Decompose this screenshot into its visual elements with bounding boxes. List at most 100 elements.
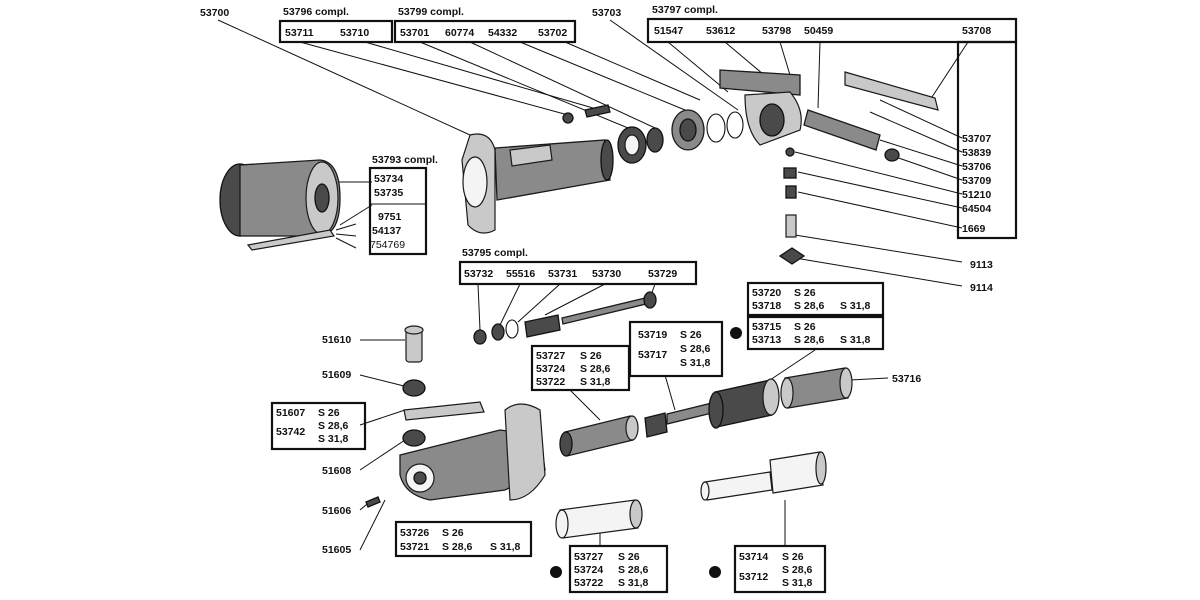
callout-53716: 53716	[892, 373, 921, 385]
box-53715-size: S 26	[794, 321, 816, 333]
bullet-marker	[709, 566, 721, 578]
box-53793-title: 53793 compl.	[372, 154, 438, 166]
box-51607: 51607 53742 S 26 S 28,6 S 31,8	[270, 401, 367, 451]
box-53799-item: 53701	[400, 27, 429, 39]
box-53795-item: 55516	[506, 268, 535, 280]
box-53797-list-item: 53707	[962, 133, 991, 145]
box-53726-size: S 28,6	[442, 541, 473, 553]
box-51607-size: S 28,6	[318, 420, 349, 432]
box-53797-list-item: 53839	[962, 147, 991, 159]
box-53719-size: S 28,6	[680, 343, 711, 355]
callout-51609: 51609	[322, 369, 351, 381]
box-53715-size: S 28,6	[794, 334, 825, 346]
callout-51605: 51605	[322, 544, 351, 556]
box-53719-code: 53719	[638, 329, 667, 341]
box-53727b-code: 53722	[574, 577, 603, 589]
box-53719: 53719 53717 S 26 S 28,6 S 31,8	[628, 320, 724, 378]
bullet-marker	[550, 566, 562, 578]
sleeves-and-pistons	[559, 367, 853, 457]
box-53727-upper: 53727 53724 53722 S 26 S 28,6 S 31,8	[530, 344, 631, 392]
box-53797-item: 53798	[762, 25, 791, 37]
box-53799-item: 54332	[488, 27, 517, 39]
box-53727-code: 53727	[536, 350, 565, 362]
callout-9114: 9114	[970, 282, 993, 294]
box-53727-code: 53722	[536, 376, 565, 388]
callout-51608: 51608	[322, 465, 351, 477]
box-53726-code: 53721	[400, 541, 429, 553]
box-53795-item: 53731	[548, 268, 577, 280]
box-53714-size: S 28,6	[782, 564, 813, 576]
callout-51606: 51606	[322, 505, 351, 517]
box-53726-size: S 26	[442, 527, 464, 539]
box-53727b-size: S 31,8	[618, 577, 649, 589]
box-51607-size: S 31,8	[318, 433, 349, 445]
box-53719-size: S 26	[680, 329, 702, 341]
box-53727b-size: S 28,6	[618, 564, 649, 576]
box-53796-title: 53796 compl.	[283, 6, 349, 18]
callout-53700: 53700	[200, 7, 229, 19]
box-53720-size: S 28,6	[794, 300, 825, 312]
box-53795-title: 53795 compl.	[462, 247, 528, 259]
box-53727-size: S 26	[580, 350, 602, 362]
air-filter-canister	[219, 159, 341, 251]
cylinder-small-parts	[562, 104, 744, 164]
box-53799-title: 53799 compl.	[398, 6, 464, 18]
callout-numbers: 53700 53703 9113 9114 51610 51609 51608 …	[200, 7, 993, 556]
box-53727-lower: 53727 53724 53722 S 26 S 28,6 S 31,8	[568, 544, 669, 594]
box-53797-item: 53708	[962, 25, 991, 37]
box-53797-item: 53612	[706, 25, 735, 37]
box-53727-code: 53724	[536, 363, 565, 375]
box-53795-item: 53730	[592, 268, 621, 280]
box-53797-list-item: 1669	[962, 223, 986, 235]
box-53793-item: 53735	[374, 187, 403, 199]
box-53715: 53715 S 26 53713 S 28,6 S 31,8	[746, 315, 885, 351]
box-53726: 53726 S 26 53721 S 28,6 S 31,8	[394, 520, 533, 558]
box-53714-size: S 26	[782, 551, 804, 563]
box-53720: 53720 S 26 53718 S 28,6 S 31,8	[746, 281, 885, 317]
box-53715-size: S 31,8	[840, 334, 871, 346]
pin-and-bushings	[402, 325, 485, 447]
box-53799-compl: 53799 compl. 53701 60774 54332 53702	[393, 6, 577, 44]
box-51607-code: 51607	[276, 407, 305, 419]
box-53715-code: 53715	[752, 321, 781, 333]
box-53796-item: 53711	[285, 27, 314, 39]
box-51607-size: S 26	[318, 407, 340, 419]
box-51607-code: 53742	[276, 426, 305, 438]
box-53720-size: S 31,8	[840, 300, 871, 312]
box-53727b-size: S 26	[618, 551, 640, 563]
yoke-housing	[365, 403, 546, 508]
box-53719-size: S 31,8	[680, 357, 711, 369]
box-53715-code: 53713	[752, 334, 781, 346]
box-53797-list-item: 53709	[962, 175, 991, 187]
callout-53703: 53703	[592, 7, 621, 19]
bullet-marker	[730, 327, 742, 339]
box-53795-item: 53729	[648, 268, 677, 280]
leader-lines	[217, 19, 969, 551]
box-53797-list-item: 53706	[962, 161, 991, 173]
box-53793-item: 53734	[374, 173, 403, 185]
lower-sleeve-and-pin	[555, 451, 827, 539]
box-53720-code: 53718	[752, 300, 781, 312]
box-53720-size: S 26	[794, 287, 816, 299]
box-53714-code: 53712	[739, 571, 768, 583]
box-53797-compl: 53797 compl. 51547 53612 53798 50459 537…	[646, 4, 1018, 240]
box-53727b-code: 53727	[574, 551, 603, 563]
callout-9113: 9113	[970, 259, 993, 271]
box-53793-sub-item: 9751	[378, 211, 402, 223]
box-53795-item: 53732	[464, 268, 493, 280]
master-cylinder-body	[461, 133, 614, 234]
box-53796-item: 53710	[340, 27, 369, 39]
box-53714-size: S 31,8	[782, 577, 813, 589]
rod-spring-kit	[473, 291, 657, 345]
box-53719-code: 53717	[638, 349, 667, 361]
box-53714-code: 53714	[739, 551, 768, 563]
box-53799-item: 60774	[445, 27, 474, 39]
box-53797-item: 50459	[804, 25, 833, 37]
box-53797-title: 53797 compl.	[652, 4, 718, 16]
box-53796-compl: 53796 compl. 53711 53710	[278, 6, 394, 44]
box-53793-sub-item: 754769	[370, 239, 405, 251]
box-53727b-code: 53724	[574, 564, 603, 576]
bleeder-stack	[778, 147, 806, 265]
box-53726-code: 53726	[400, 527, 429, 539]
